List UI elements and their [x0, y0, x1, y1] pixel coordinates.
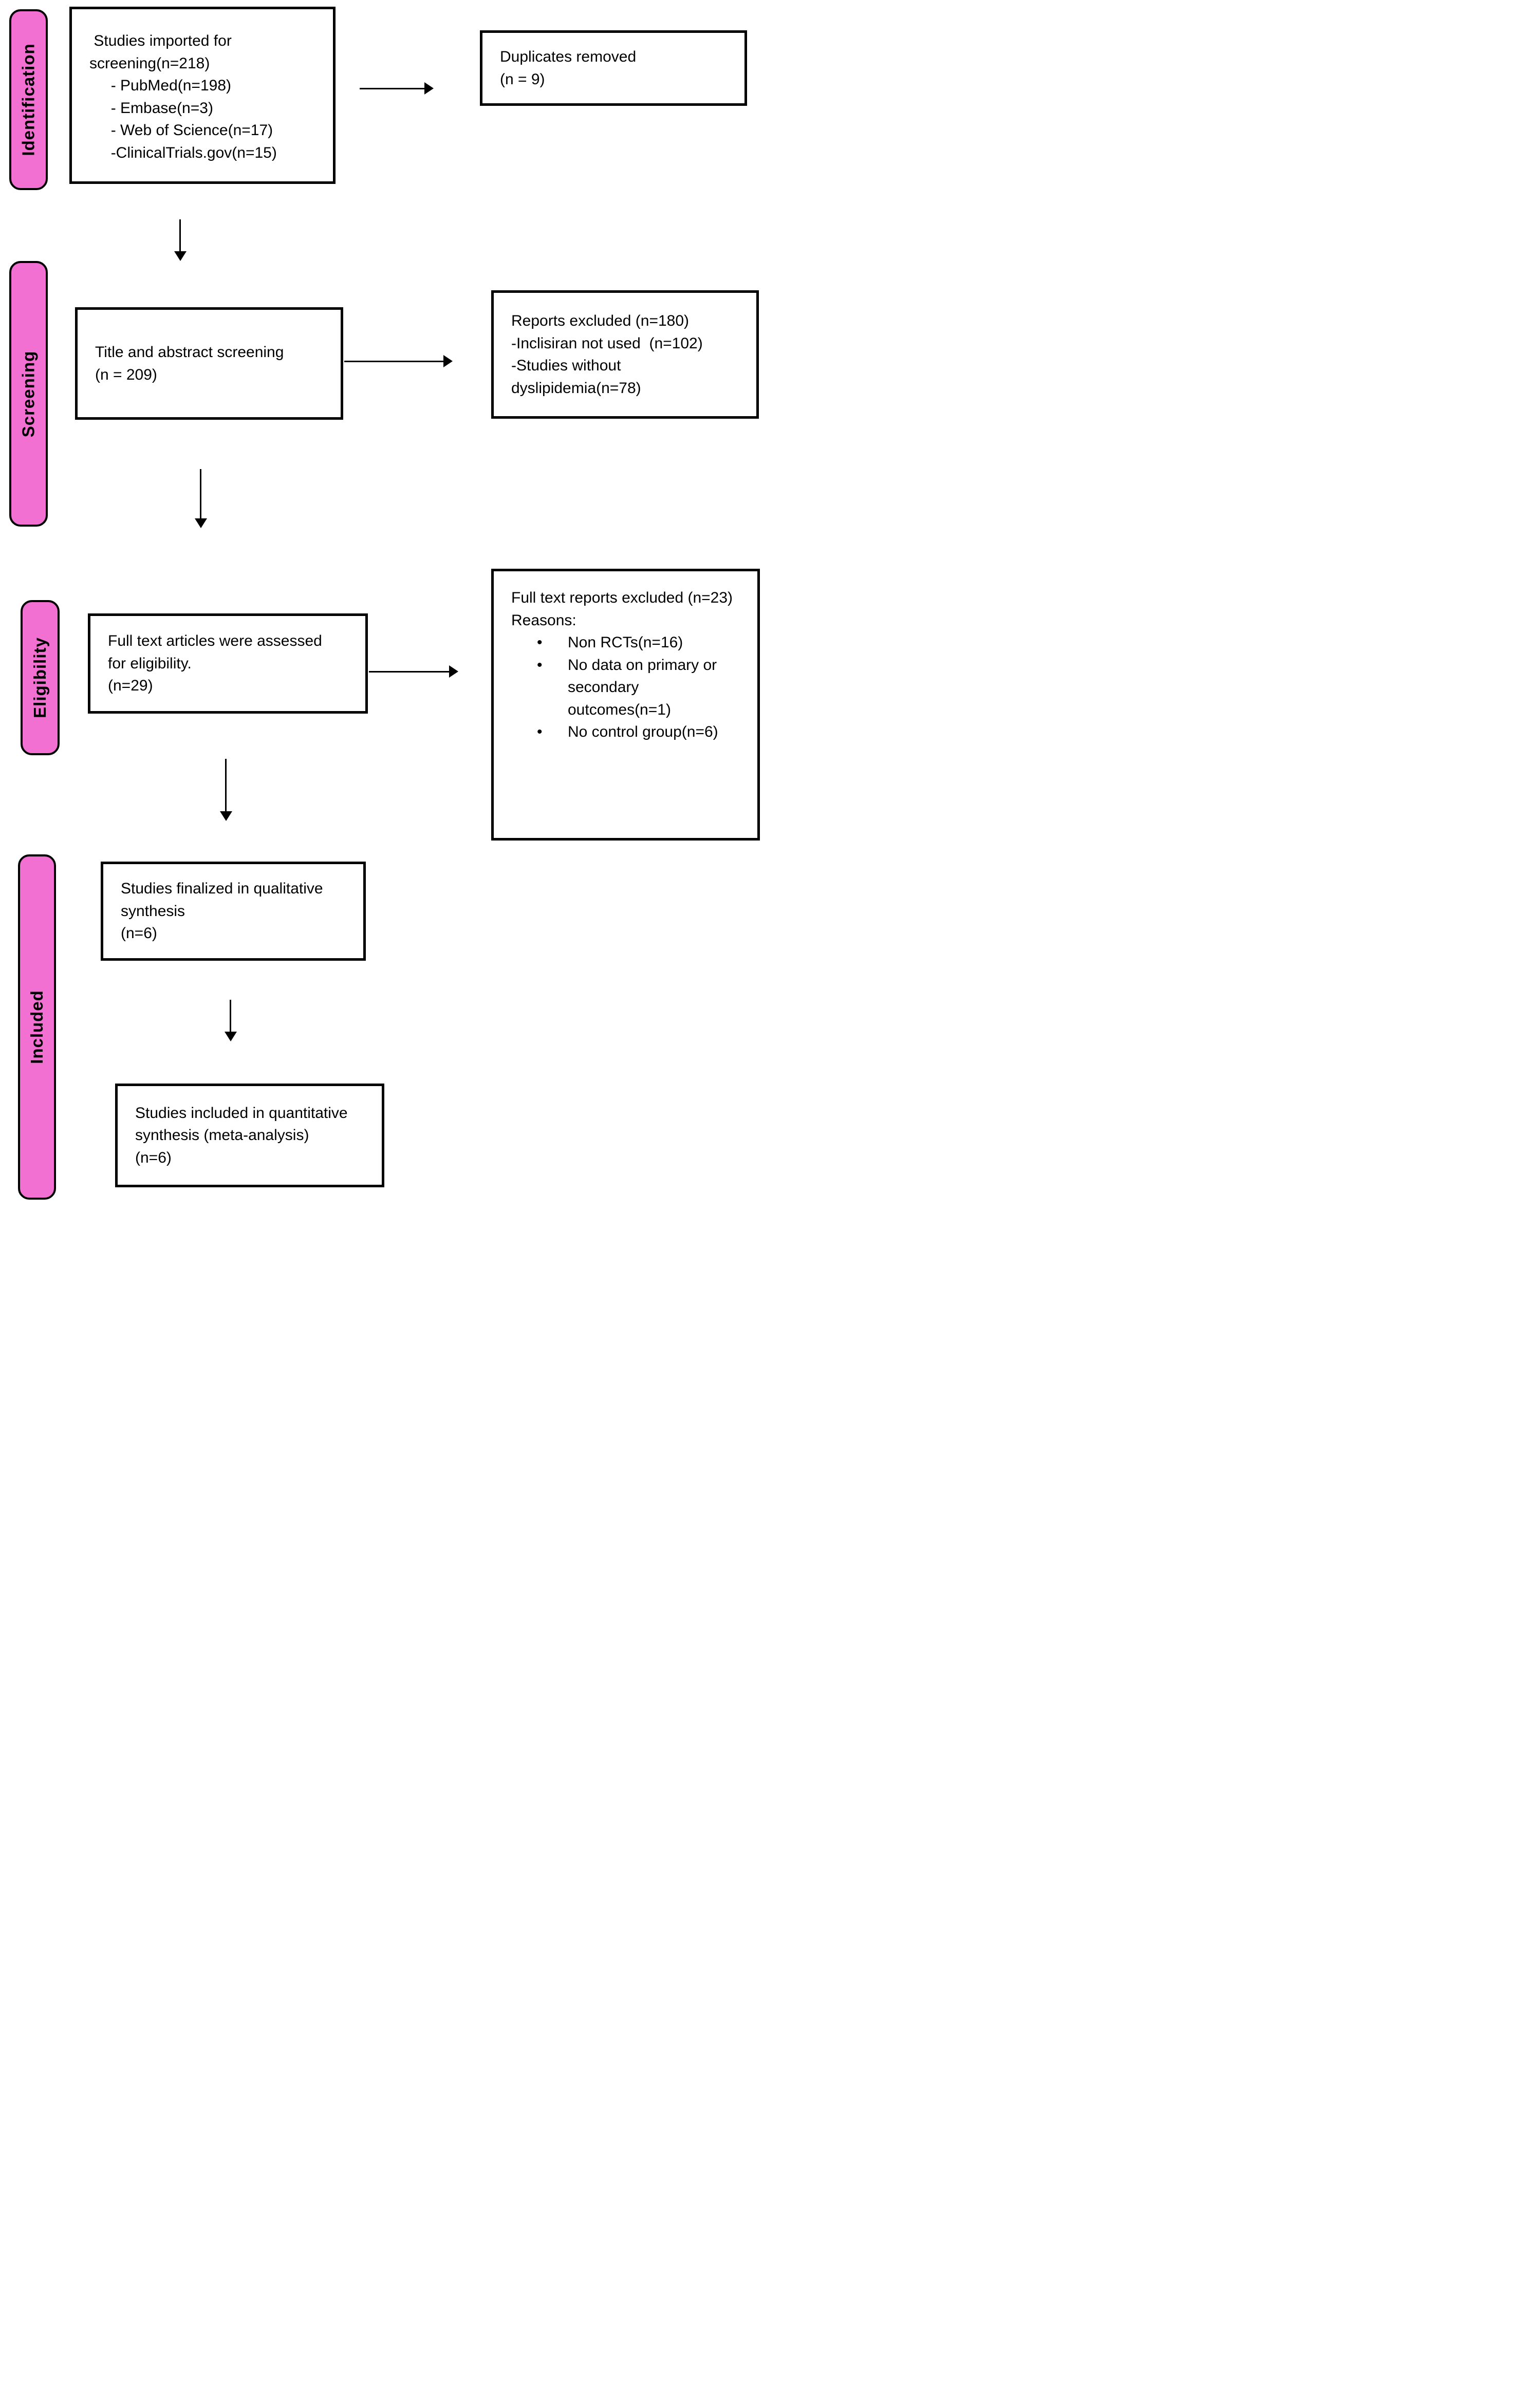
- box-title-abstract-screening-text: Title and abstract screening (n = 209): [95, 344, 284, 383]
- prisma-flow-diagram: Identification Screening Eligibility Inc…: [0, 0, 764, 1204]
- bullet-icon: •: [537, 656, 543, 674]
- arrow-down-4-shaft: [230, 1000, 231, 1032]
- box-qualitative-synthesis-text: Studies finalized in qualitative synthes…: [121, 880, 323, 942]
- bullet-icon: •: [537, 634, 543, 651]
- arrow-down-2-shaft: [200, 469, 201, 518]
- box-fulltext-excluded: Full text reports excluded (n=23) Reason…: [491, 569, 760, 841]
- bullet-item: • No control group(n=6): [537, 721, 757, 743]
- box-fulltext-excluded-bullets: • Non RCTs(n=16) • No data on primary or…: [494, 631, 757, 743]
- box-quantitative-synthesis: Studies included in quantitative synthes…: [115, 1084, 384, 1187]
- arrow-down-1-shaft: [179, 219, 181, 251]
- box-title-abstract-screening: Title and abstract screening (n = 209): [75, 307, 343, 420]
- stage-label-eligibility: Eligibility: [30, 637, 49, 718]
- box-fulltext-excluded-intro: Full text reports excluded (n=23) Reason…: [511, 589, 733, 629]
- box-studies-imported: Studies imported for screening(n=218) - …: [69, 7, 336, 184]
- arrow-imported-to-duplicates-head: [424, 82, 434, 95]
- arrow-down-4-head: [225, 1032, 237, 1041]
- bullet-icon: •: [537, 723, 543, 740]
- box-qualitative-synthesis: Studies finalized in qualitative synthes…: [101, 862, 366, 961]
- box-quantitative-synthesis-text: Studies included in quantitative synthes…: [135, 1104, 348, 1166]
- arrow-imported-to-duplicates-shaft: [360, 88, 425, 89]
- stage-label-screening: Screening: [18, 350, 38, 437]
- arrow-screening-to-excluded-head: [443, 355, 453, 367]
- arrow-down-3-shaft: [225, 759, 227, 811]
- stage-label-included: Included: [27, 990, 46, 1064]
- arrow-screening-to-excluded-shaft: [344, 361, 444, 362]
- arrow-down-3-head: [220, 811, 232, 821]
- box-reports-excluded: Reports excluded (n=180) -Inclisiran not…: [491, 290, 759, 419]
- box-fulltext-assessed: Full text articles were assessed for eli…: [88, 613, 368, 714]
- arrow-eligibility-to-excluded-head: [449, 665, 458, 678]
- box-studies-imported-text: Studies imported for screening(n=218) - …: [89, 32, 277, 161]
- bullet-item: • No data on primary or secondary outcom…: [537, 654, 757, 721]
- stage-label-identification: Identification: [18, 43, 38, 156]
- box-fulltext-assessed-text: Full text articles were assessed for eli…: [108, 632, 322, 695]
- stage-bar-included: Included: [18, 854, 56, 1200]
- stage-bar-identification: Identification: [9, 9, 48, 190]
- arrow-eligibility-to-excluded-shaft: [369, 671, 450, 673]
- bullet-item: • Non RCTs(n=16): [537, 631, 757, 654]
- stage-bar-eligibility: Eligibility: [21, 600, 60, 755]
- box-duplicates-removed-text: Duplicates removed (n = 9): [500, 48, 637, 88]
- arrow-down-2-head: [195, 518, 207, 528]
- arrow-down-1-head: [174, 251, 187, 261]
- box-duplicates-removed: Duplicates removed (n = 9): [480, 30, 747, 106]
- stage-bar-screening: Screening: [9, 261, 48, 527]
- box-reports-excluded-text: Reports excluded (n=180) -Inclisiran not…: [511, 312, 703, 397]
